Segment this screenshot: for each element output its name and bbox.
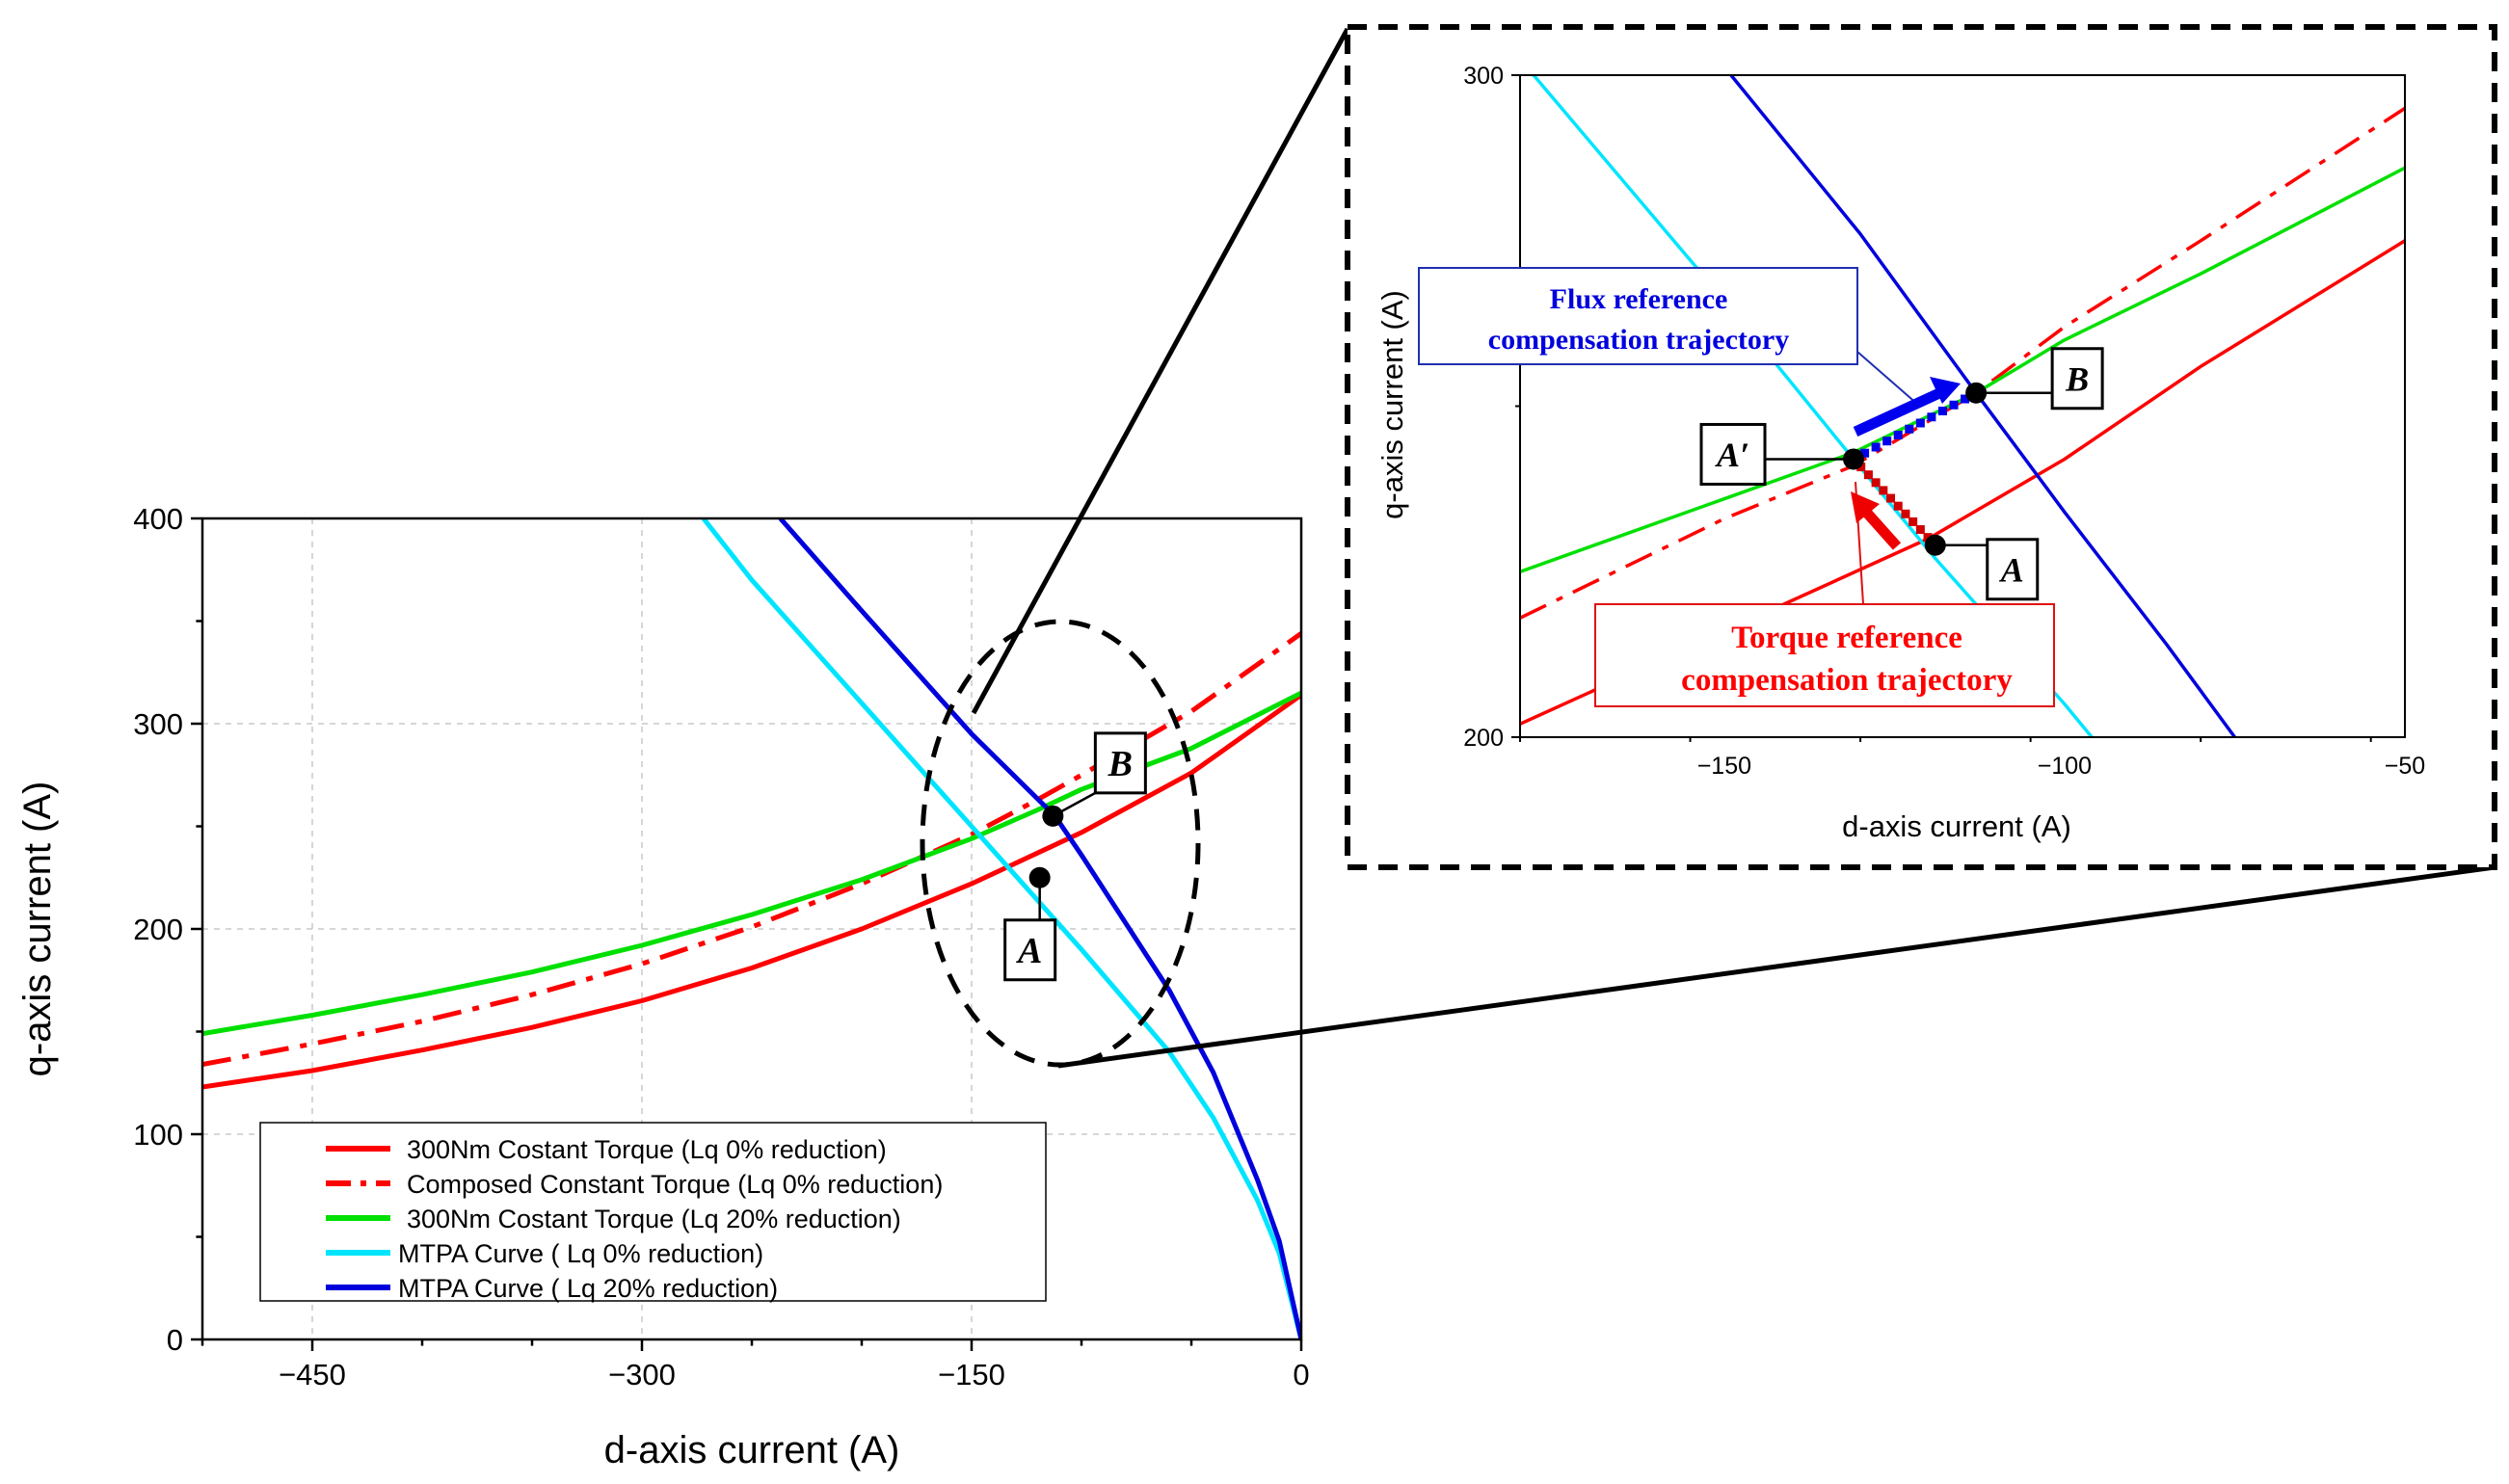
flux-direction-arrow	[1853, 388, 1942, 437]
torque-direction-arrow	[1860, 507, 1902, 550]
main-points-label-1: B	[1108, 744, 1133, 784]
inset-trajectory-1-marker	[1893, 430, 1903, 439]
torque-annotation-line-1: Torque reference	[1731, 621, 1962, 655]
main-y-tick-label-0: 0	[167, 1323, 183, 1357]
legend-label-3: MTPA Curve ( Lq 0% reduction)	[398, 1239, 763, 1268]
main-series-4	[778, 518, 1301, 1339]
legend-label-0: 300Nm Costant Torque (Lq 0% reduction)	[407, 1135, 887, 1164]
main-chart: −450 −300 −150 0 0 100 200 300 400 d-axis curren…	[16, 27, 2496, 1471]
inset-trajectory-0-marker	[1871, 478, 1881, 488]
legend-box	[259, 1122, 1047, 1302]
inset-points-marker-1	[1843, 448, 1865, 470]
main-series-1	[202, 631, 1301, 1068]
zoom-leader-line-bottom	[1057, 864, 2496, 1069]
inset-trajectory-1-marker	[1949, 400, 1959, 410]
main-points-label-box-0	[1003, 918, 1057, 982]
main-y-tick-label-2: 200	[133, 913, 183, 946]
inset-x-tick-label-1: −100	[2038, 753, 2092, 780]
flux-annotation-pointer	[1856, 351, 1919, 406]
inset-trajectory-0-marker	[1879, 486, 1888, 495]
inset-points-label-box-1	[1699, 422, 1767, 486]
inset-x-tick-label-2: −50	[2385, 753, 2425, 780]
zoom-leader-line-top	[971, 27, 1350, 715]
inset-dashed-border	[1345, 24, 2497, 870]
inset-points-label-box-0	[1986, 538, 2040, 601]
inset-trajectories	[1856, 394, 1970, 543]
main-x-tick-label-0: −450	[279, 1358, 346, 1391]
legend-label-1: Composed Constant Torque (Lq 0% reductio…	[407, 1170, 943, 1199]
inset-trajectory-0-marker	[1863, 470, 1873, 480]
torque-annotation: Torque reference compensation trajectory	[1594, 481, 2055, 707]
main-y-tick-label-1: 100	[133, 1118, 183, 1152]
inset-chart: −150 −100 −50 200 300 d-axis current (A) q-a…	[1345, 24, 2497, 870]
main-series-0	[202, 693, 1301, 1090]
flux-direction-arrowhead	[1930, 377, 1961, 404]
main-points-label-box-1	[1093, 731, 1147, 795]
inset-trajectory-1-marker	[1927, 412, 1936, 422]
inset-trajectory-1-marker	[1905, 424, 1914, 434]
inset-series-4	[1729, 75, 2236, 737]
inset-trajectory-0-marker	[1923, 533, 1933, 543]
legend-label-4: MTPA Curve ( Lq 20% reduction)	[398, 1274, 778, 1303]
inset-trajectory-0-marker	[1908, 517, 1918, 526]
main-x-tick-label-3: 0	[1293, 1358, 1309, 1391]
inset-trajectory-0-marker	[1893, 501, 1903, 511]
inset-trajectory-1-marker	[1882, 437, 1892, 446]
flux-annotation: Flux reference compensation trajectory	[1418, 267, 1961, 437]
inset-y-axis-label: q-axis current (A)	[1375, 290, 1409, 519]
flux-annotation-line-2: compensation trajectory	[1488, 324, 1789, 356]
inset-trajectory-0-marker	[1856, 463, 1866, 472]
inset-x-axis-label: d-axis current (A)	[1842, 809, 2071, 843]
inset-trajectory-1-marker	[1871, 442, 1881, 452]
flux-annotation-box	[1418, 267, 1858, 365]
inset-points-marker-0	[1924, 534, 1946, 556]
inset-points-label-2: B	[2065, 359, 2089, 398]
inset-series-1	[1520, 106, 2405, 620]
inset-trajectory-1-marker	[1860, 448, 1870, 458]
inset-trajectory-0-marker	[1886, 493, 1896, 503]
inset-points-marker-2	[1965, 382, 1988, 404]
main-points-marker-0	[1028, 866, 1051, 888]
legend-label-2: 300Nm Costant Torque (Lq 20% reduction)	[407, 1205, 901, 1233]
inset-trajectory-1-marker	[1937, 406, 1947, 415]
inset-points: A A′ B	[1699, 347, 2104, 601]
torque-annotation-box	[1594, 603, 2055, 707]
main-x-tick-label-1: −300	[608, 1358, 676, 1391]
flux-annotation-line-1: Flux reference	[1550, 283, 1728, 315]
inset-x-tick-label-0: −150	[1697, 753, 1751, 780]
inset-trajectory-1-marker	[1961, 394, 1970, 404]
main-points-marker-1	[1042, 805, 1064, 827]
inset-trajectory-1-marker	[1915, 418, 1925, 428]
inset-points-label-box-2	[2050, 347, 2104, 411]
main-y-tick-label-4: 400	[133, 502, 183, 536]
legend: 300Nm Costant Torque (Lq 0% reduction) C…	[259, 1122, 1047, 1303]
inset-points-label-0: A	[1999, 550, 2024, 589]
main-y-tick-label-3: 300	[133, 707, 183, 741]
inset-trajectory-0-marker	[1915, 525, 1925, 535]
main-points-label-0: A	[1016, 931, 1042, 971]
torque-direction-arrowhead	[1851, 491, 1880, 523]
inset-trajectory-0-marker	[1901, 509, 1910, 518]
main-series-3	[701, 518, 1301, 1339]
main-x-tick-label-2: −150	[938, 1358, 1005, 1391]
torque-annotation-line-2: compensation trajectory	[1681, 663, 2013, 698]
main-y-axis-label: q-axis current (A)	[16, 782, 59, 1077]
main-ticks: −450 −300 −150 0 0 100 200 300 400	[133, 502, 1309, 1391]
inset-points-label-1: A′	[1715, 436, 1749, 474]
main-points: AB	[1003, 731, 1147, 982]
inset-y-tick-label-0: 200	[1463, 725, 1504, 752]
main-x-axis-label: d-axis current (A)	[604, 1429, 900, 1471]
inset-ticks: −150 −100 −50 200 300	[1463, 63, 2425, 780]
inset-y-tick-label-1: 300	[1463, 63, 1504, 90]
